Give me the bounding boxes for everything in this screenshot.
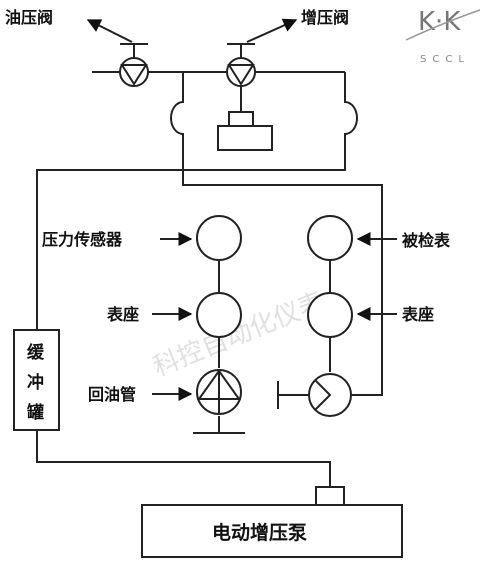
oil-valve-arrow xyxy=(86,19,133,43)
watermark-text: 科控自动化仪表 xyxy=(149,287,329,383)
pump-inlet xyxy=(315,486,345,506)
gauge-valve-symbol xyxy=(277,373,352,417)
oil-valve-symbol xyxy=(92,43,183,87)
gauge-seat-left xyxy=(196,292,242,338)
right-valve-pipe xyxy=(183,72,358,171)
seat-right-label: 表座 xyxy=(401,305,434,324)
test-gauge-pipe xyxy=(345,184,383,396)
pump-feed-pipe xyxy=(36,430,331,487)
pressure-sensor-label: 压力传感器 xyxy=(42,230,123,249)
buffer-tank-label-3: 罐 xyxy=(26,402,44,423)
oil-valve-label: 油压阀 xyxy=(5,8,53,27)
return-pipe-symbol xyxy=(196,369,242,415)
seat-left-label: 表座 xyxy=(106,305,139,324)
boost-valve-arrow xyxy=(246,18,298,43)
return-pipe-label: 回油管 xyxy=(88,385,136,404)
buffer-tank-label-1: 缓 xyxy=(27,342,45,363)
electric-booster-pump xyxy=(141,504,403,558)
svg-text:SCCL: SCCL xyxy=(420,54,470,65)
pump-label: 电动增压泵 xyxy=(212,521,307,544)
gauge-seat-right xyxy=(307,292,353,338)
buffer-tank-label-2: 冲 xyxy=(27,372,44,393)
boost-valve-symbol xyxy=(183,43,345,151)
boost-valve-label: 增压阀 xyxy=(301,8,349,27)
gauge-under-test-label: 被检表 xyxy=(402,231,451,250)
gauge-under-test xyxy=(307,215,353,261)
pressure-sensor xyxy=(196,215,242,261)
supply-pipe xyxy=(36,169,183,330)
left-valve-pipe xyxy=(170,72,345,186)
company-logo: K·K SCCL xyxy=(405,7,481,65)
